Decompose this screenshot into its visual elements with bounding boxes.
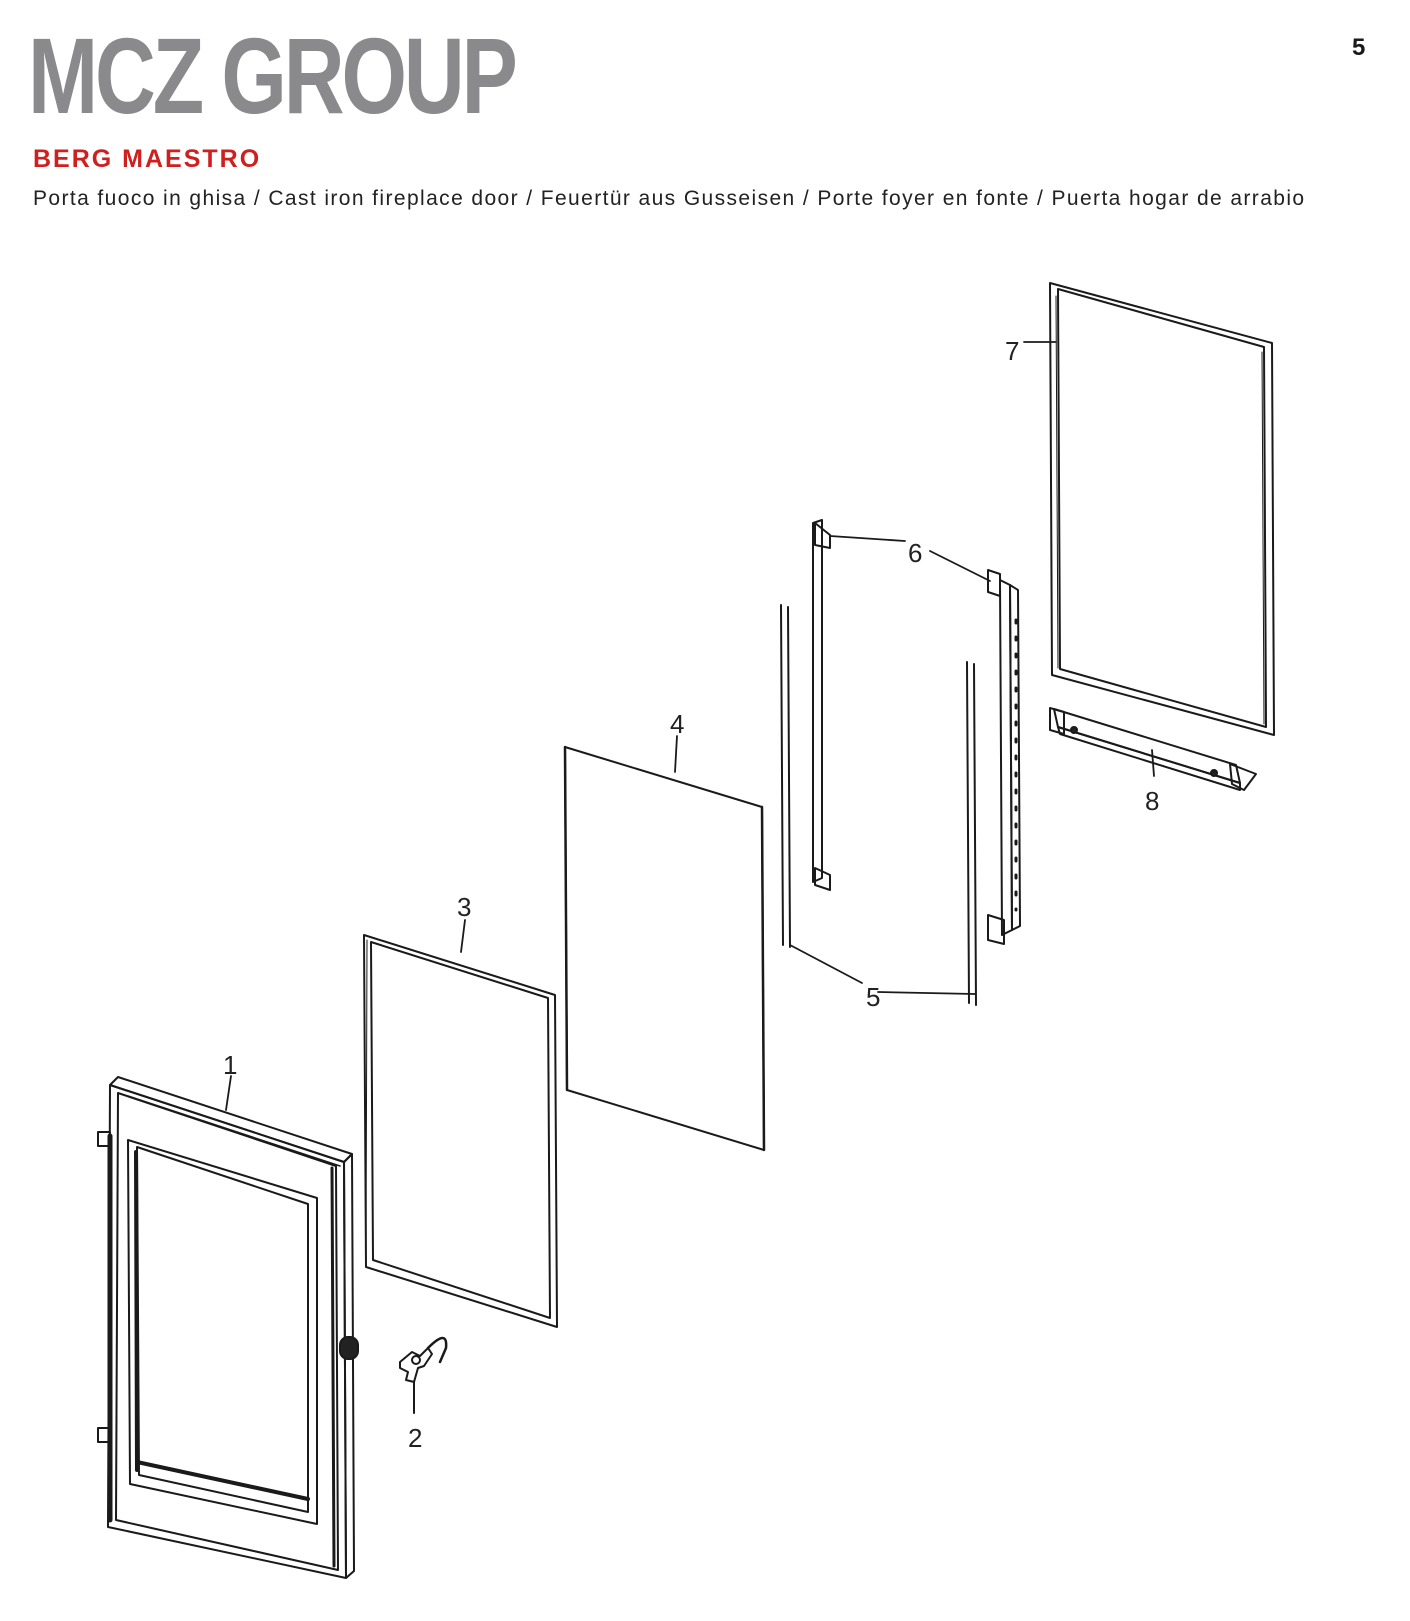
part-4-glass xyxy=(563,745,766,1152)
callout-7: 7 xyxy=(1005,336,1019,366)
part-2-latch xyxy=(399,1336,448,1414)
callout-3: 3 xyxy=(457,892,471,922)
brand-logo: MCZ GROUP xyxy=(28,15,518,136)
part-1-door-frame xyxy=(97,1076,359,1579)
callout-5: 5 xyxy=(866,982,880,1012)
callout-8: 8 xyxy=(1145,786,1159,816)
model-name: BERG MAESTRO xyxy=(33,145,262,173)
callout-4: 4 xyxy=(670,709,684,739)
part-5-seal-strips xyxy=(780,604,977,1006)
page-number: 5 xyxy=(1352,34,1366,61)
part-8-bottom-rail xyxy=(1049,707,1257,791)
callout-6: 6 xyxy=(908,538,922,568)
part-3-gasket xyxy=(363,934,558,1328)
part-7-outer-frame xyxy=(1049,282,1275,736)
page-description: Porta fuoco in ghisa / Cast iron firepla… xyxy=(33,187,1306,210)
leader-lines xyxy=(225,341,1155,1111)
callout-1: 1 xyxy=(223,1050,237,1080)
callout-2: 2 xyxy=(408,1423,422,1453)
part-6-brackets xyxy=(812,519,1021,945)
